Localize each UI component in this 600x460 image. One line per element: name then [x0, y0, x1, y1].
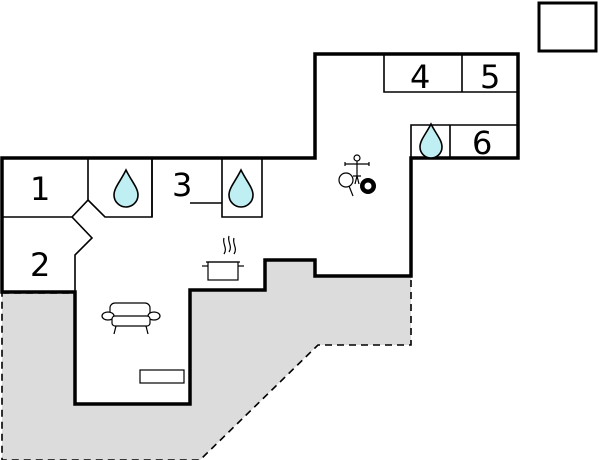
water-drop-icon	[419, 122, 443, 159]
outbuilding-icon	[537, 1, 598, 53]
room-6-outline	[410, 124, 518, 158]
room-4-5-outline	[383, 54, 518, 93]
water-drop-icon	[113, 168, 139, 208]
room-3-outline	[151, 158, 263, 218]
room-6-label: 6	[472, 124, 492, 162]
water-drop-icon	[228, 168, 254, 208]
room-2-outline	[71, 216, 94, 292]
room-3-label: 3	[172, 166, 192, 204]
room-1-outline	[2, 158, 89, 218]
room-4-label: 4	[410, 58, 430, 96]
radiator-icon	[139, 369, 185, 384]
room-2-label: 2	[30, 246, 50, 284]
sofa-icon	[101, 302, 161, 335]
games-icon	[338, 154, 376, 197]
cooking-pot-icon	[202, 235, 244, 281]
room-5-label: 5	[480, 58, 500, 96]
room-1-label: 1	[30, 170, 50, 208]
